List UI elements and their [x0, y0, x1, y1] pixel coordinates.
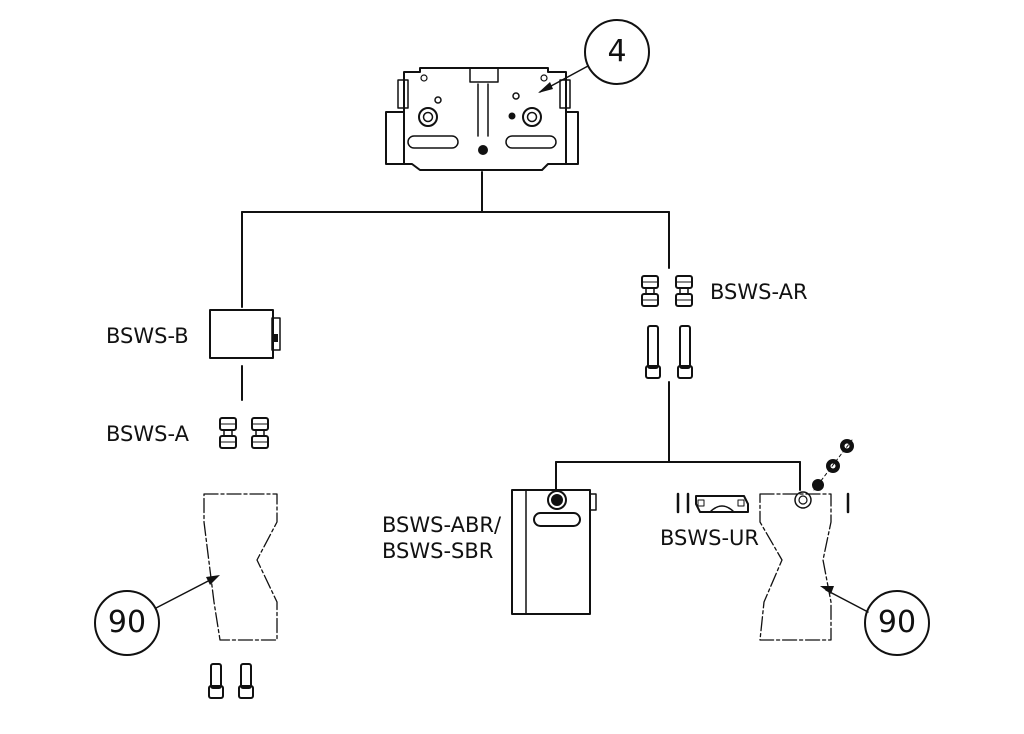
bsws-abr-part: [511, 489, 597, 615]
label-bsws-abr-line1: BSWS-ABR/: [382, 513, 502, 537]
callout-4-arrowhead: [538, 82, 553, 93]
callout-90-left-number: 90: [107, 605, 147, 640]
bsws-b-part: [209, 309, 281, 359]
gripper-body: [385, 67, 579, 171]
label-bsws-abr-line2: BSWS-SBR: [382, 539, 494, 564]
bottom-left-screws: [208, 663, 254, 699]
callout-90-left-bubble: [94, 577, 215, 656]
callout-90-right-arrowhead: [820, 586, 834, 594]
label-bsws-a: BSWS-A: [106, 422, 189, 446]
bsws-ur-screws: [812, 439, 854, 491]
connector-lines: [241, 171, 801, 491]
right-finger-outline: [759, 493, 832, 641]
bsws-ur-parts: [676, 492, 850, 514]
callout-4-number: 4: [607, 34, 627, 69]
bsws-ar-screws: [645, 325, 693, 379]
callout-90-left-arrowhead: [206, 575, 220, 585]
left-finger-outline: [203, 493, 278, 641]
label-bsws-ar: BSWS-AR: [710, 280, 808, 304]
label-bsws-abr: BSWS-ABR/ BSWS-SBR: [382, 512, 501, 565]
bsws-ar-pins: [641, 275, 693, 307]
label-bsws-b: BSWS-B: [106, 324, 189, 348]
callout-90-right-bubble: [825, 589, 930, 656]
callout-90-right-number: 90: [877, 605, 917, 640]
bsws-a-pins: [219, 417, 269, 449]
label-bsws-ur: BSWS-UR: [660, 526, 760, 550]
right-finger-hole: [794, 491, 812, 509]
